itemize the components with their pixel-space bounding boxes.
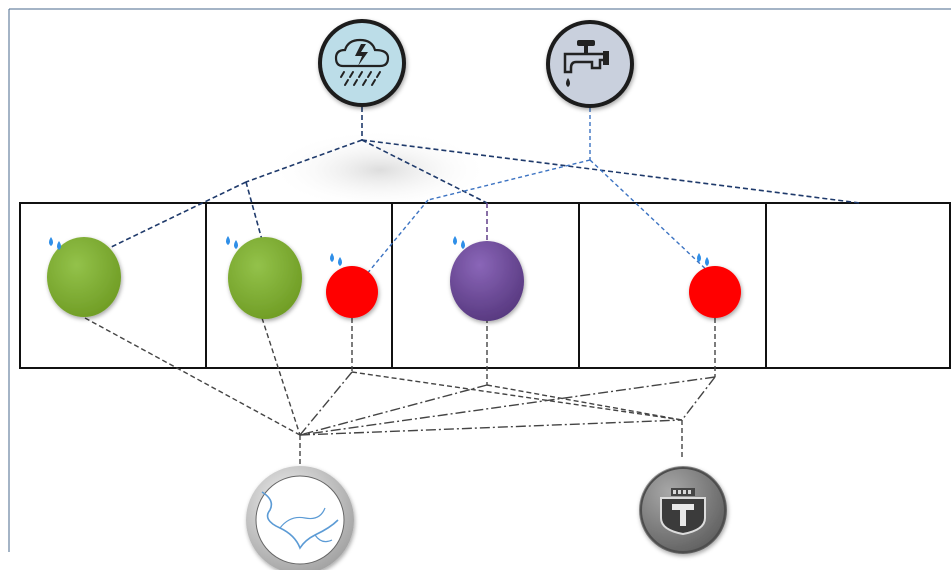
water-drops-icon <box>453 236 465 249</box>
drainage-lines <box>84 317 716 482</box>
red-node-zone-2[interactable] <box>326 266 378 318</box>
green-node-zone-2[interactable] <box>228 237 302 319</box>
water-tap-icon[interactable] <box>546 20 634 108</box>
water-drops-icon <box>49 237 61 250</box>
treatment-plant-icon[interactable] <box>639 466 727 554</box>
water-drops-icon <box>226 236 238 249</box>
rain-cloud-lightning-icon[interactable] <box>318 19 406 107</box>
green-node-zone-1[interactable] <box>47 237 121 317</box>
zone-5-cell <box>765 202 951 369</box>
zone-nodes <box>47 237 741 321</box>
outer-frame <box>8 8 951 552</box>
tap-supply-lines <box>365 108 713 276</box>
purple-node-zone-3[interactable] <box>450 241 524 321</box>
river-map-icon[interactable] <box>246 466 354 570</box>
water-drops-icons <box>49 236 709 266</box>
water-drops-icon <box>330 253 342 266</box>
red-node-zone-4[interactable] <box>689 266 741 318</box>
water-drops-icon <box>697 253 709 266</box>
rain-supply-lines <box>104 107 861 251</box>
